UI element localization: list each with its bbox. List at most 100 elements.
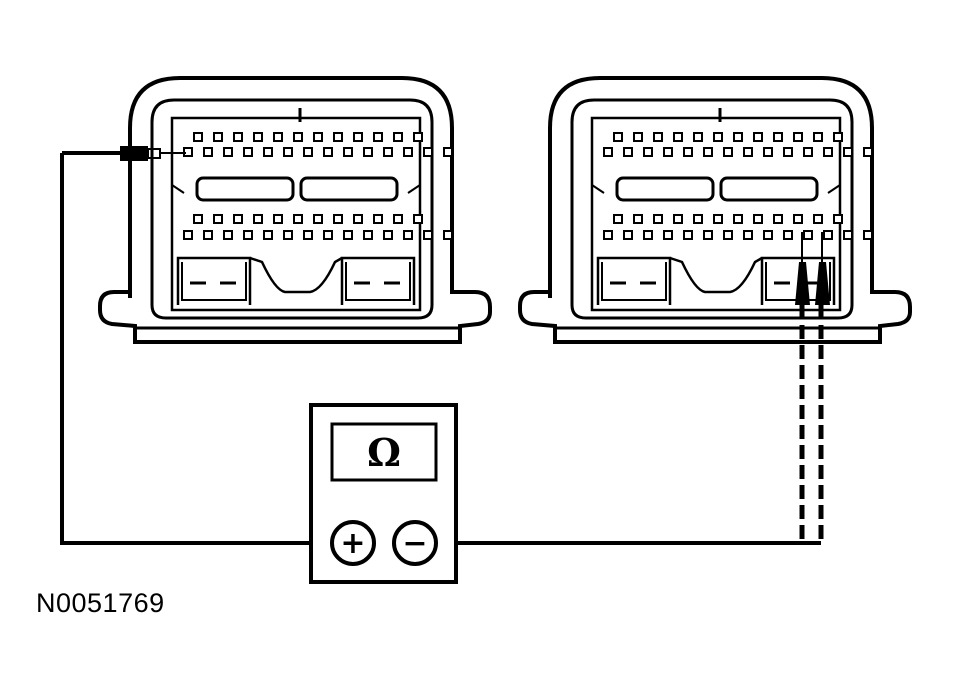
negative-terminal-label: − [402, 526, 427, 561]
connector-part [333, 214, 343, 224]
connector-part [733, 132, 743, 142]
connector-part [203, 147, 213, 157]
right-probe-leads [795, 232, 830, 545]
connector-part [753, 214, 763, 224]
connector-part [223, 230, 233, 240]
connector-part [683, 147, 693, 157]
connector-part [333, 132, 343, 142]
connector-part [253, 132, 263, 142]
connector-part [643, 230, 653, 240]
connector-part [673, 132, 683, 142]
connector-part [753, 132, 763, 142]
connector-part [233, 214, 243, 224]
connector-part [423, 230, 433, 240]
ohmmeter-icon: Ω + − [309, 403, 458, 584]
connector-part [615, 176, 715, 202]
connector-part [213, 132, 223, 142]
connector-part [723, 147, 733, 157]
connector-part [673, 214, 683, 224]
figure-reference-number: N0051769 [36, 588, 165, 618]
connector-part [793, 132, 803, 142]
connector-part [373, 214, 383, 224]
connector-part [413, 214, 423, 224]
connector-part [693, 214, 703, 224]
connector-part [443, 230, 453, 240]
connector-part [233, 132, 243, 142]
connector-part [760, 256, 836, 305]
connector-part [383, 147, 393, 157]
connector-part [843, 147, 853, 157]
connector-part [601, 262, 667, 301]
connector-part [223, 147, 233, 157]
connector-part [313, 214, 323, 224]
connector-part [273, 214, 283, 224]
connector-part [833, 214, 843, 224]
positive-terminal[interactable] [330, 520, 376, 566]
connector-part [393, 214, 403, 224]
connector-part [363, 230, 373, 240]
connector-part [693, 132, 703, 142]
connector-part [383, 230, 393, 240]
connector-part [743, 230, 753, 240]
connector-part [403, 230, 413, 240]
connector-part [613, 132, 623, 142]
connector-part [393, 132, 403, 142]
right-module-connector [518, 76, 912, 344]
connector-part [403, 147, 413, 157]
connector-part [323, 147, 333, 157]
connector-part [590, 116, 842, 312]
connector-part [181, 262, 247, 301]
connector-part [363, 147, 373, 157]
connector-part [703, 230, 713, 240]
connector-part [633, 132, 643, 142]
connector-part [863, 230, 873, 240]
connector-part [193, 214, 203, 224]
connector-part [413, 132, 423, 142]
connector-part [773, 132, 783, 142]
connector-part [783, 147, 793, 157]
connector-part [591, 184, 605, 194]
connector-part [407, 184, 421, 194]
positive-terminal-label: + [340, 526, 365, 561]
connector-part [603, 230, 613, 240]
connector-part [623, 147, 633, 157]
connector-part [263, 147, 273, 157]
connector-part [323, 230, 333, 240]
connector-part [283, 147, 293, 157]
connector-part [373, 132, 383, 142]
connector-part [669, 256, 763, 294]
connector-part [833, 132, 843, 142]
connector-part [823, 230, 833, 240]
connector-part [713, 132, 723, 142]
connector-part [150, 98, 434, 320]
connector-part [663, 230, 673, 240]
connector-part [273, 132, 283, 142]
connector-part [203, 230, 213, 240]
positive-lead-wire [60, 153, 332, 545]
connector-part [313, 132, 323, 142]
connector-part [243, 147, 253, 157]
connector-part [303, 147, 313, 157]
connector-part [343, 147, 353, 157]
connector-part [763, 230, 773, 240]
connector-part [813, 214, 823, 224]
connector-part [653, 214, 663, 224]
connector-part [623, 230, 633, 240]
connector-part [663, 147, 673, 157]
connector-part [353, 132, 363, 142]
meter-display-symbol: Ω [367, 430, 401, 475]
connector-part [293, 132, 303, 142]
connector-part [263, 230, 273, 240]
connector-part [719, 176, 819, 202]
left-module-connector [98, 76, 492, 344]
connector-part [249, 256, 343, 294]
connector-part [827, 184, 841, 194]
connector-part [713, 214, 723, 224]
negative-terminal[interactable] [392, 520, 438, 566]
connector-part [823, 147, 833, 157]
connector-part [743, 147, 753, 157]
connector-part [570, 98, 854, 320]
connector-part [683, 230, 693, 240]
connector-part [843, 230, 853, 240]
